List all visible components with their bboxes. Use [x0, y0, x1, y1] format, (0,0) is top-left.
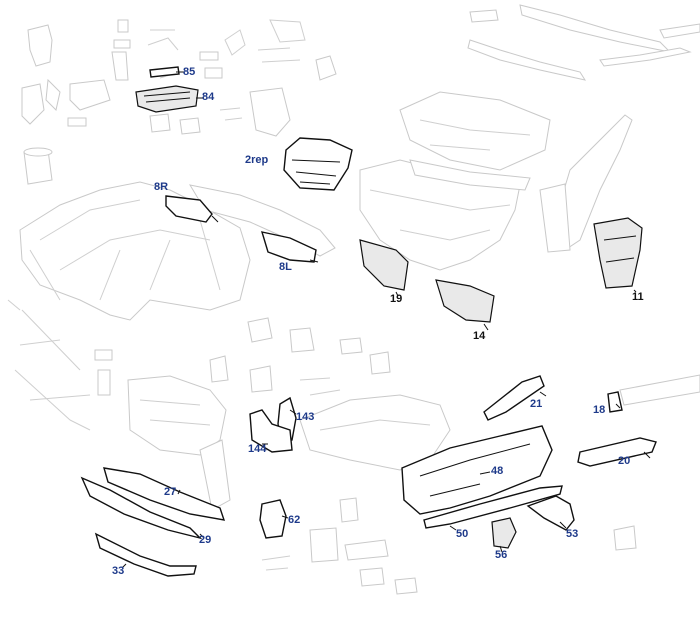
label-part-53: 53 — [566, 528, 579, 540]
label-part-19: 19 — [390, 293, 403, 305]
part-84-detail — [143, 91, 191, 103]
label-part-8l: 8L — [279, 261, 292, 273]
label-part-14: 14 — [473, 330, 486, 342]
label-part-62: 62 — [288, 514, 301, 526]
part-14[interactable] — [435, 279, 495, 323]
part-84[interactable] — [135, 85, 199, 113]
part-11[interactable] — [593, 217, 643, 289]
part-85[interactable] — [149, 66, 180, 78]
part-53[interactable] — [526, 495, 575, 531]
label-part-20: 20 — [618, 455, 631, 467]
part-62[interactable] — [259, 499, 287, 539]
part-27[interactable] — [103, 467, 226, 521]
part-8l[interactable] — [260, 231, 317, 263]
part-48-detail — [419, 443, 531, 497]
part-18[interactable] — [607, 391, 623, 413]
label-part-33: 33 — [112, 565, 125, 577]
label-part-18: 18 — [593, 404, 606, 416]
part-11-detail — [603, 235, 637, 263]
label-part-144: 144 — [248, 443, 267, 455]
label-part-85: 85 — [183, 66, 196, 78]
part-144[interactable] — [249, 409, 293, 453]
background-parts — [7, 4, 700, 595]
part-56[interactable] — [491, 517, 517, 549]
label-part-48: 48 — [491, 465, 504, 477]
label-part-27: 27 — [164, 486, 177, 498]
label-part-29: 29 — [199, 534, 212, 546]
label-part-8r: 8R — [154, 181, 169, 193]
part-19[interactable] — [359, 239, 409, 291]
label-part-56: 56 — [495, 549, 508, 561]
part-2rep[interactable] — [283, 137, 353, 191]
part-20[interactable] — [577, 437, 657, 467]
label-part-2rep: 2rep — [245, 154, 269, 166]
part-21[interactable] — [483, 375, 545, 421]
part-33[interactable] — [94, 532, 197, 577]
part-8r[interactable] — [165, 195, 213, 223]
part-29[interactable] — [80, 476, 203, 540]
leader-lines — [121, 71, 651, 569]
part-2rep-detail — [291, 159, 341, 185]
label-part-21: 21 — [530, 398, 543, 410]
label-part-84: 84 — [202, 91, 215, 103]
label-part-50: 50 — [456, 528, 469, 540]
label-part-11: 11 — [632, 291, 644, 303]
part-50[interactable] — [423, 485, 563, 529]
label-part-143: 143 — [296, 411, 315, 423]
